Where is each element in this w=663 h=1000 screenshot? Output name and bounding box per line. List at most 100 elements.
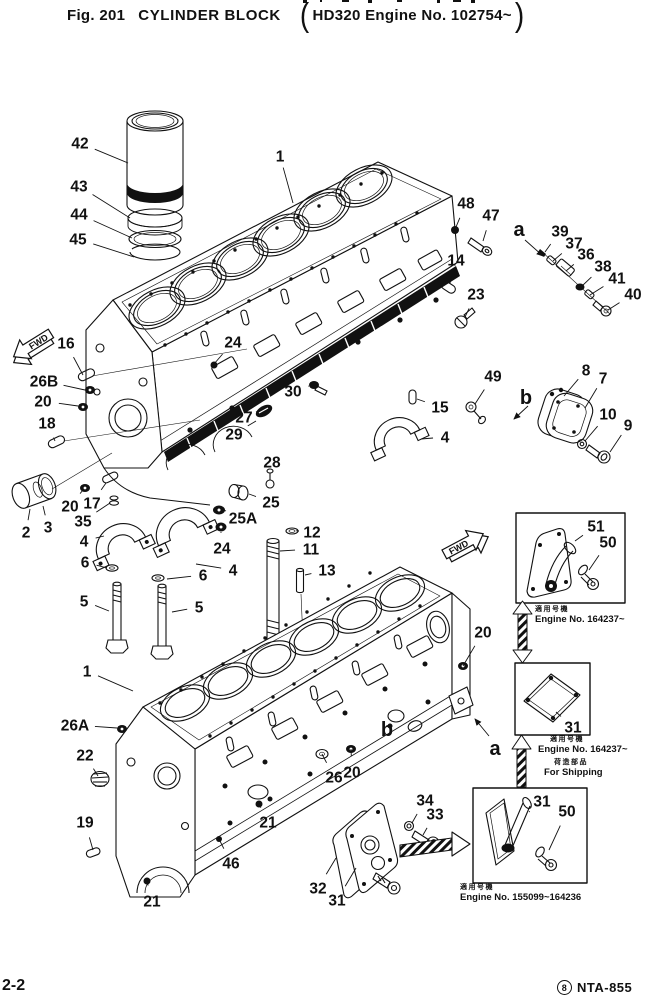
box3-caption: 適用号機 Engine No. 155099~164236: [460, 884, 581, 904]
leader-line-17: [100, 482, 107, 491]
detail-boxes: [472, 512, 626, 884]
part-callout-4: 4: [441, 430, 450, 447]
pan-rail-band-upper: [164, 266, 460, 462]
leader-line-5: [171, 608, 188, 613]
part-callout-2: 2: [22, 525, 31, 542]
footer-code: 8 NTA-855: [557, 980, 632, 995]
end-face-lower: [426, 610, 474, 715]
cover-31: [345, 802, 399, 894]
detail-box-3-content: [485, 796, 558, 872]
elbow-49: [465, 401, 486, 425]
leader-line-49: [474, 389, 485, 405]
upper-cylinder-block: [85, 161, 460, 506]
part-callout-5: 5: [195, 600, 204, 617]
shipping-arrow: [399, 831, 471, 858]
part-callout-1: 1: [276, 149, 285, 166]
paren-open: (: [299, 0, 310, 33]
part-callout-17: 17: [83, 496, 100, 513]
bearing-cap-4-left: [92, 523, 156, 572]
leader-line-20: [58, 402, 79, 407]
pin-15: [408, 389, 417, 405]
deck-bolt-holes-upper: [128, 171, 419, 347]
engine-model-code: NTA-855: [577, 980, 633, 995]
leader-line-31: [528, 810, 531, 813]
leader-line-18: [53, 437, 56, 442]
part-callout-12: 12: [303, 525, 320, 542]
washer-6-left: [105, 564, 119, 572]
part-callout-4: 4: [229, 563, 238, 580]
part-callout-6: 6: [81, 555, 90, 572]
part-callout-20: 20: [61, 499, 78, 516]
part-callout-39: 39: [551, 224, 569, 241]
leader-line-22: [93, 768, 99, 777]
grommet-26: [315, 748, 329, 760]
view-arrow-a: [474, 718, 490, 737]
part-callout-21: 21: [259, 815, 277, 832]
part-callout-16: 16: [57, 336, 75, 353]
leader-line-38: [581, 276, 592, 287]
leader-line-6: [166, 575, 192, 580]
detail-box-1: [515, 512, 626, 604]
part-callout-50: 50: [558, 804, 575, 821]
leader-line-5: [94, 605, 110, 612]
view-arrow-a: [524, 239, 544, 257]
detail-box-1-content: [526, 528, 600, 598]
box2-caption-en: Engine No. 164237~: [538, 744, 628, 756]
leader-line-1: [97, 675, 134, 692]
leader-line-15: [416, 398, 426, 403]
part-callout-3: 3: [44, 520, 53, 537]
leader-line-33: [422, 827, 428, 836]
dowel-2-3: [11, 473, 57, 509]
part-callout-41: 41: [608, 271, 626, 288]
leader-line-11: [279, 549, 296, 552]
engine-code-badge: 8: [557, 980, 572, 995]
part-callout-37: 37: [565, 236, 582, 253]
bolt-30: [309, 381, 328, 396]
stud-18: [47, 435, 66, 449]
leader-line-25A: [224, 509, 227, 512]
liner-seal-band: [127, 183, 183, 203]
view-arrow-b: [513, 405, 529, 420]
pan-rail-ticks-upper: [186, 286, 429, 449]
figure-name: CYLINDER BLOCK: [138, 6, 281, 24]
leader-line-51: [574, 534, 584, 542]
part-callout-14: 14: [447, 253, 465, 270]
fwd-arrow-left: FWD: [12, 328, 55, 366]
box1-caption: 適用号機 Engine No. 164237~: [535, 606, 625, 626]
bolt-28: [265, 468, 275, 489]
part-callout-26: 26: [325, 770, 343, 787]
part-callout-20: 20: [474, 625, 491, 642]
box3-caption-en: Engine No. 155099~164236: [460, 892, 582, 904]
leader-line-3: [42, 505, 46, 516]
part-callout-46: 46: [222, 856, 240, 873]
plug-25: [228, 483, 249, 501]
part-callout-33: 33: [426, 807, 444, 824]
side-face-openings-upper: [200, 226, 443, 379]
cap-bolt-5-left: [105, 581, 129, 654]
side-face-openings-lower: [225, 634, 434, 800]
leader-line-16: [73, 356, 84, 376]
leader-line-43: [92, 194, 131, 219]
washer-34: [403, 820, 415, 832]
washer-10: [576, 438, 588, 450]
leader-line-35: [96, 502, 111, 513]
figure-number: Fig. 201: [67, 6, 126, 24]
stud-19: [85, 847, 101, 858]
part-callout-31: 31: [533, 794, 551, 811]
deck-bolt-holes-lower: [158, 571, 422, 738]
leader-line-26A: [94, 725, 118, 729]
part-callout-47: 47: [482, 208, 499, 225]
part-callout-9: 9: [624, 418, 633, 435]
part-callout-11: 11: [303, 542, 320, 559]
part-callout-51: 51: [587, 519, 605, 536]
detail-box-3: [472, 787, 588, 884]
tube-31: [504, 802, 531, 849]
part-callout-45: 45: [69, 232, 87, 249]
part-callout-13: 13: [318, 563, 336, 580]
box3-caption-jp: 適用号機: [460, 884, 494, 891]
cap-bolt-5-right: [150, 583, 174, 660]
detail-box-2: [514, 662, 591, 736]
part-callout-7: 7: [599, 371, 608, 388]
part-callout-24: 24: [213, 541, 231, 558]
